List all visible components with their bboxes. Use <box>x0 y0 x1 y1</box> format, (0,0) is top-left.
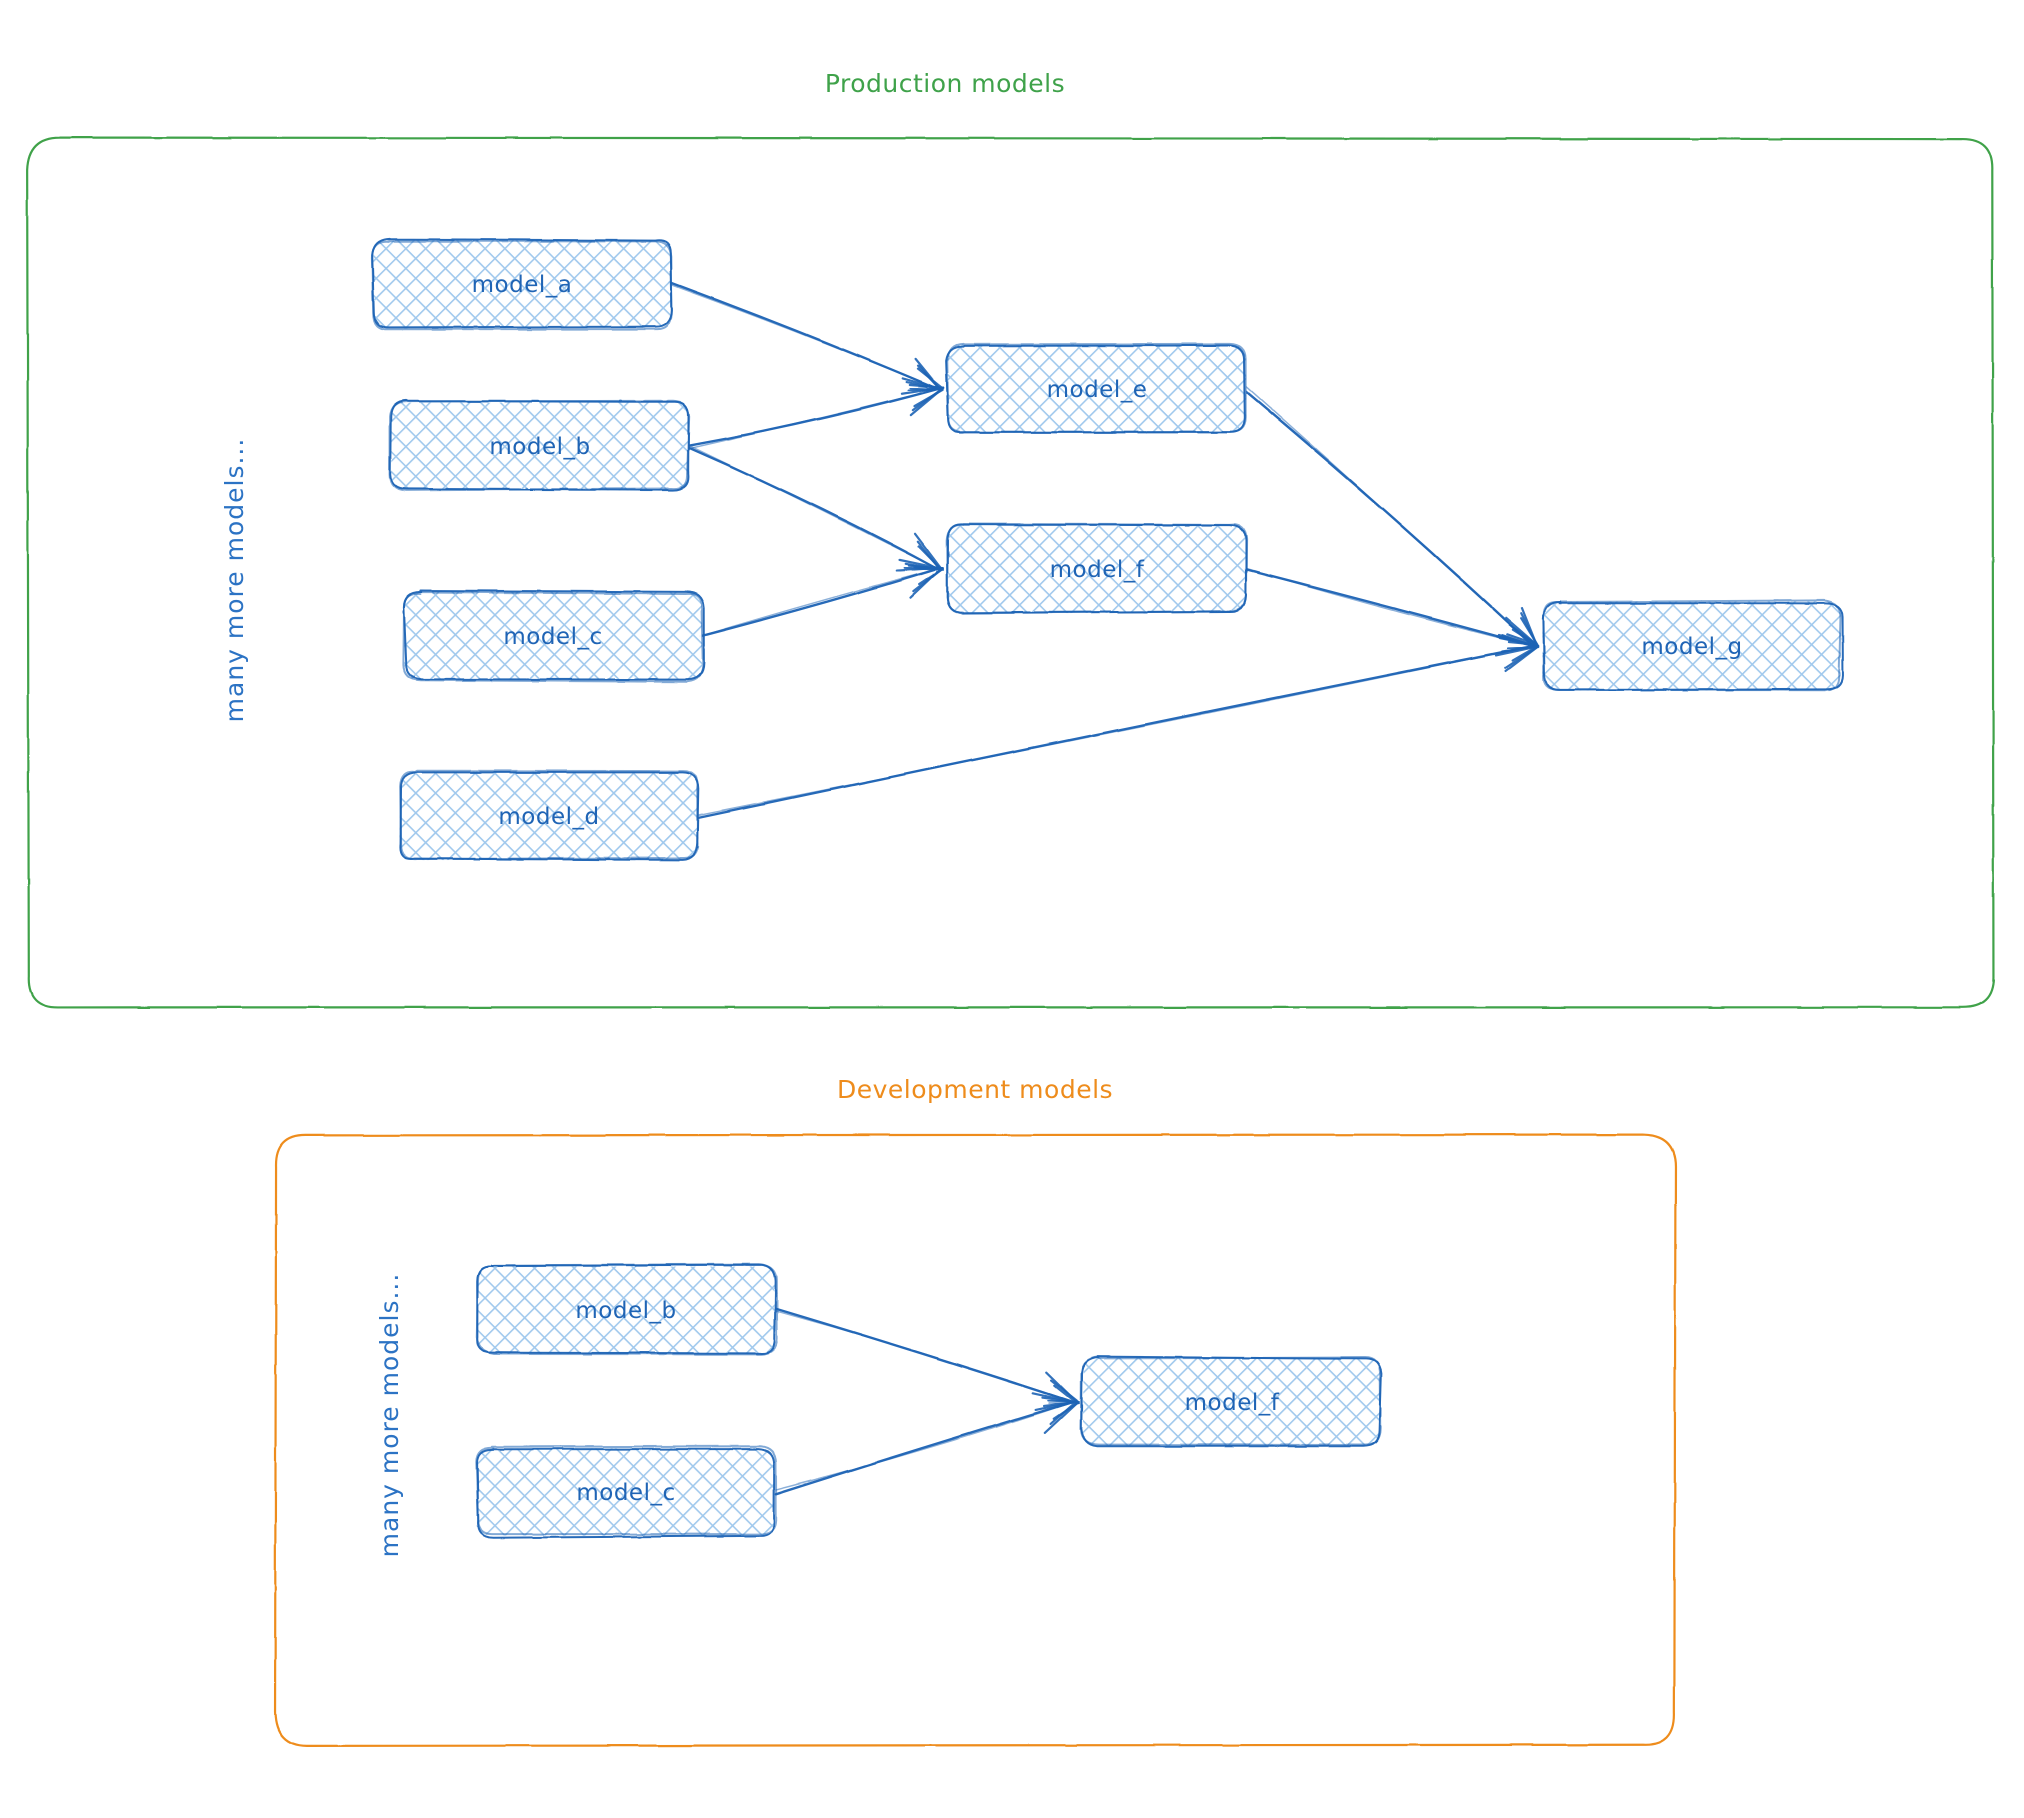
arrowhead-stroke <box>1504 616 1539 647</box>
node-label: model_b <box>489 434 590 460</box>
node-model_f[interactable]: model_f <box>945 522 1248 615</box>
node-label: model_g <box>1641 634 1742 660</box>
node-fill <box>1542 601 1842 691</box>
arrowhead-stroke <box>1049 1400 1078 1426</box>
side-label-development: many more models... <box>375 1273 404 1558</box>
label-layer: Production models many more models... Deve… <box>220 69 1113 1557</box>
arrowhead-stroke <box>1043 1402 1078 1434</box>
edge-model_d-to-model_g <box>695 633 1540 819</box>
arrowhead-stroke <box>909 386 945 417</box>
node-model_c[interactable]: model_c <box>402 589 705 683</box>
node-label: model_e <box>1047 377 1148 403</box>
node-layer: model_a model_b model_c model_d model_emodel… <box>370 237 1844 1539</box>
edge-line <box>774 1400 1075 1496</box>
arrowhead-stroke <box>1053 1384 1078 1405</box>
node-model_d[interactable]: model_d <box>399 769 700 861</box>
edge-line <box>688 444 939 570</box>
group-frames <box>26 136 1995 1747</box>
arrowhead-stroke <box>913 532 945 572</box>
edge-model_a-to-model_e <box>667 280 945 395</box>
group-frame-production <box>26 136 1995 1009</box>
node-fill <box>947 344 1247 433</box>
node-fill <box>373 239 671 329</box>
arrowhead-stroke <box>1045 1371 1077 1403</box>
edge-model_f-to-model_g <box>1244 568 1540 657</box>
node-label: model_a <box>472 272 573 298</box>
node-outline <box>1542 599 1842 692</box>
node-fill <box>476 1447 775 1537</box>
edge-layer <box>667 280 1540 1496</box>
edge-line <box>1245 568 1534 647</box>
node-model_g[interactable]: model_g <box>1542 599 1844 692</box>
node-fill <box>948 524 1247 614</box>
arrowhead-stroke <box>1494 645 1540 657</box>
arrowhead-stroke <box>1032 1392 1080 1405</box>
arrowhead-stroke <box>1497 633 1539 648</box>
group-title-production: Production models <box>825 69 1065 98</box>
arrowhead-stroke <box>901 377 944 391</box>
edge-line <box>689 388 939 450</box>
edge-model_c-to-model_f <box>699 558 944 638</box>
edge-model_b-to-model_f <box>688 444 945 572</box>
arrowhead-stroke <box>909 568 942 600</box>
node-dev_model_b[interactable]: model_b <box>475 1263 779 1356</box>
node-dev_model_f[interactable]: model_f <box>1080 1355 1383 1448</box>
node-fill <box>404 591 703 680</box>
edge-line <box>700 568 939 637</box>
edge-dev_model_c-to-dev_model_f <box>774 1392 1080 1496</box>
edge-dev_model_b-to-dev_model_f <box>773 1307 1080 1412</box>
node-dev_model_c[interactable]: model_c <box>475 1445 778 1539</box>
edge-line <box>688 387 940 447</box>
node-label: model_f <box>1185 1390 1280 1416</box>
group-frame-development <box>273 1133 1677 1747</box>
node-model_b[interactable]: model_b <box>388 399 691 492</box>
edge-line <box>774 1310 1074 1403</box>
node-outline <box>475 1445 778 1536</box>
arrowhead-stroke <box>905 562 944 571</box>
node-fill <box>476 1265 776 1355</box>
node-outline <box>388 399 691 492</box>
node-model_e[interactable]: model_e <box>945 342 1247 434</box>
node-label: model_d <box>498 804 599 830</box>
node-model_a[interactable]: model_a <box>370 237 673 331</box>
edge-line <box>1245 386 1534 647</box>
node-label: model_c <box>576 1480 675 1506</box>
edge-line <box>774 1401 1074 1491</box>
node-outline <box>946 342 1247 434</box>
side-label-production: many more models... <box>220 438 249 723</box>
node-label: model_b <box>575 1298 676 1324</box>
edge-line <box>695 645 1534 817</box>
edge-line <box>668 283 939 390</box>
node-fill <box>1082 1357 1381 1447</box>
node-outline <box>945 522 1248 615</box>
edge-line <box>699 567 940 638</box>
node-fill <box>399 771 699 861</box>
node-outline <box>476 1448 776 1539</box>
node-outline <box>1080 1355 1382 1446</box>
arrowhead-stroke <box>916 540 943 572</box>
node-fill <box>391 401 690 491</box>
arrowhead-stroke <box>898 558 944 570</box>
node-outline <box>475 1263 779 1356</box>
arrowhead-stroke <box>1505 646 1539 673</box>
node-label: model_c <box>503 624 602 650</box>
group-title-development: Development models <box>837 1075 1113 1104</box>
node-outline <box>370 240 673 331</box>
node-outline <box>399 769 699 861</box>
edge-model_b-to-model_e <box>688 377 945 450</box>
arrowhead-stroke <box>914 357 942 392</box>
node-label: model_f <box>1050 557 1145 583</box>
arrowhead-stroke <box>1520 606 1539 648</box>
node-outline <box>402 590 704 683</box>
